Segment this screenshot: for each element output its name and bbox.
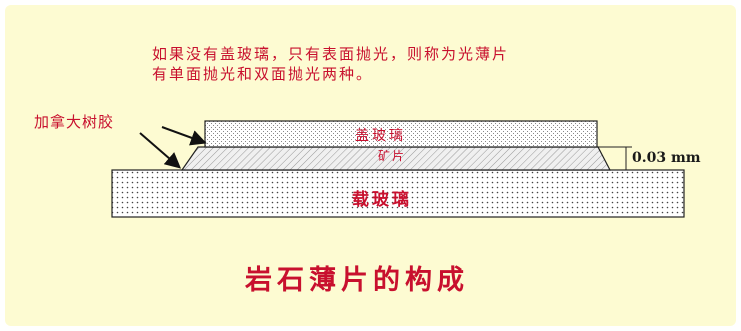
polished-section-note: 如果没有盖玻璃，只有表面抛光，则称为光薄片 有单面抛光和双面抛光两种。	[152, 44, 712, 84]
cover-glass-layer	[204, 120, 598, 148]
cover-glass-label: 盖玻璃	[355, 128, 406, 144]
rock-section-label: 矿片	[378, 149, 407, 163]
slide-glass-layer	[111, 169, 685, 218]
arrow-to-cover-glass	[161, 126, 207, 146]
thickness-label: 0.03 mm	[632, 150, 701, 166]
slide-glass-label: 载玻璃	[352, 190, 412, 210]
diagram-title: 岩石薄片的构成	[245, 265, 469, 296]
note-line-2: 有单面抛光和双面抛光两种。	[152, 65, 374, 83]
note-line-1: 如果没有盖玻璃，只有表面抛光，则称为光薄片	[152, 45, 510, 63]
arrow-to-balsam	[139, 132, 182, 169]
canada-balsam-label: 加拿大树胶	[34, 113, 115, 131]
